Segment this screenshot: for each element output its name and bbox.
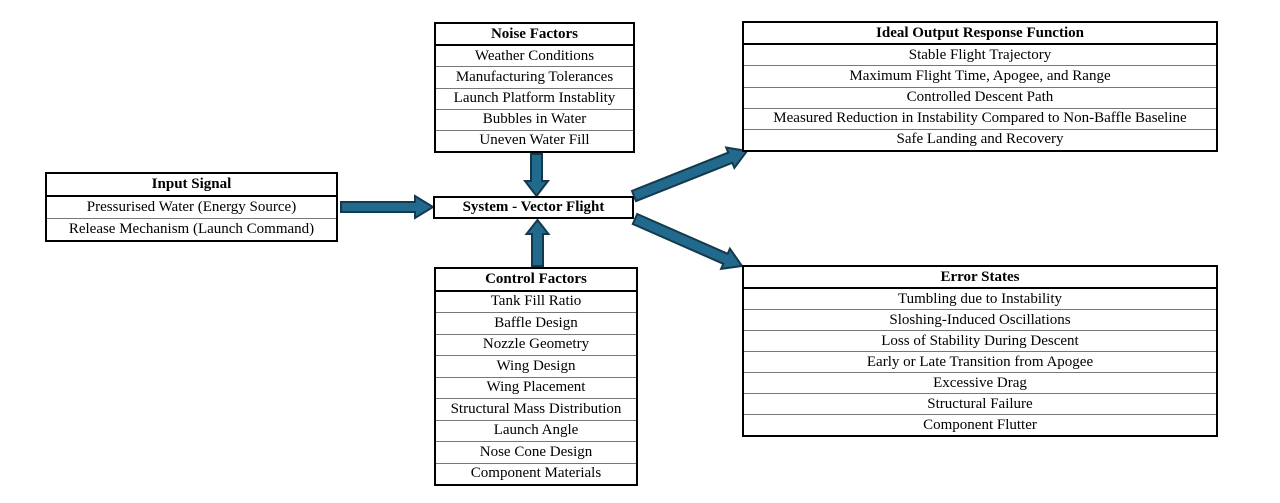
system-title: System - Vector Flight <box>462 199 605 215</box>
list-item: Launch Angle <box>436 419 636 442</box>
input-signal-title: Input Signal <box>47 174 336 197</box>
list-item: Pressurised Water (Energy Source) <box>86 199 297 215</box>
arrow-noise-to-system <box>522 153 551 198</box>
list-item: Structural Failure <box>744 393 1216 414</box>
list-item: Structural Mass Distribution <box>436 398 636 420</box>
list-item: Component Materials <box>436 462 636 485</box>
ideal-output-title: Ideal Output Response Function <box>744 23 1216 46</box>
list-item: Controlled Descent Path <box>744 86 1216 108</box>
noise-factors-title: Noise Factors <box>436 24 633 47</box>
list-item: Manufacturing Tolerances <box>436 66 633 87</box>
list-item: Uneven Water Fill <box>436 129 633 151</box>
list-item: Component Flutter <box>744 414 1216 435</box>
error-states-title: Error States <box>744 267 1216 289</box>
list-item: Tumbling due to Instability <box>897 290 1063 307</box>
system-box: System - Vector Flight <box>433 196 634 219</box>
list-item: Early or Late Transition from Apogee <box>744 351 1216 372</box>
list-item: Wing Design <box>436 355 636 377</box>
arrow-input-to-system <box>340 194 435 220</box>
list-item: Measured Reduction in Instability Compar… <box>744 107 1216 129</box>
ideal-output-box: Ideal Output Response Function Stable Fl… <box>742 21 1218 152</box>
list-item: Nozzle Geometry <box>436 333 636 356</box>
control-factors-title: Control Factors <box>436 269 636 292</box>
list-item: Tank Fill Ratio <box>490 293 582 310</box>
list-item: Excessive Drag <box>744 372 1216 393</box>
list-item: Release Mechanism (Launch Command) <box>47 218 336 240</box>
list-item: Bubbles in Water <box>436 108 633 130</box>
arrow-control-to-system <box>524 218 551 267</box>
list-item: Safe Landing and Recovery <box>744 128 1216 150</box>
arrow-system-to-ideal <box>630 146 749 203</box>
list-item: Stable Flight Trajectory <box>908 46 1052 63</box>
list-item: Nose Cone Design <box>436 441 636 463</box>
error-states-box: Error States Tumbling due to Instability… <box>742 265 1218 437</box>
input-signal-box: Input Signal Pressurised Water (Energy S… <box>45 172 338 242</box>
list-item: Sloshing-Induced Oscillations <box>744 309 1216 330</box>
list-item: Launch Platform Instablity <box>436 87 633 109</box>
list-item: Loss of Stability During Descent <box>744 330 1216 351</box>
list-item: Wing Placement <box>436 376 636 399</box>
list-item: Maximum Flight Time, Apogee, and Range <box>744 65 1216 86</box>
arrow-system-to-error <box>631 212 744 271</box>
list-item: Baffle Design <box>436 312 636 334</box>
list-item: Weather Conditions <box>474 47 595 64</box>
